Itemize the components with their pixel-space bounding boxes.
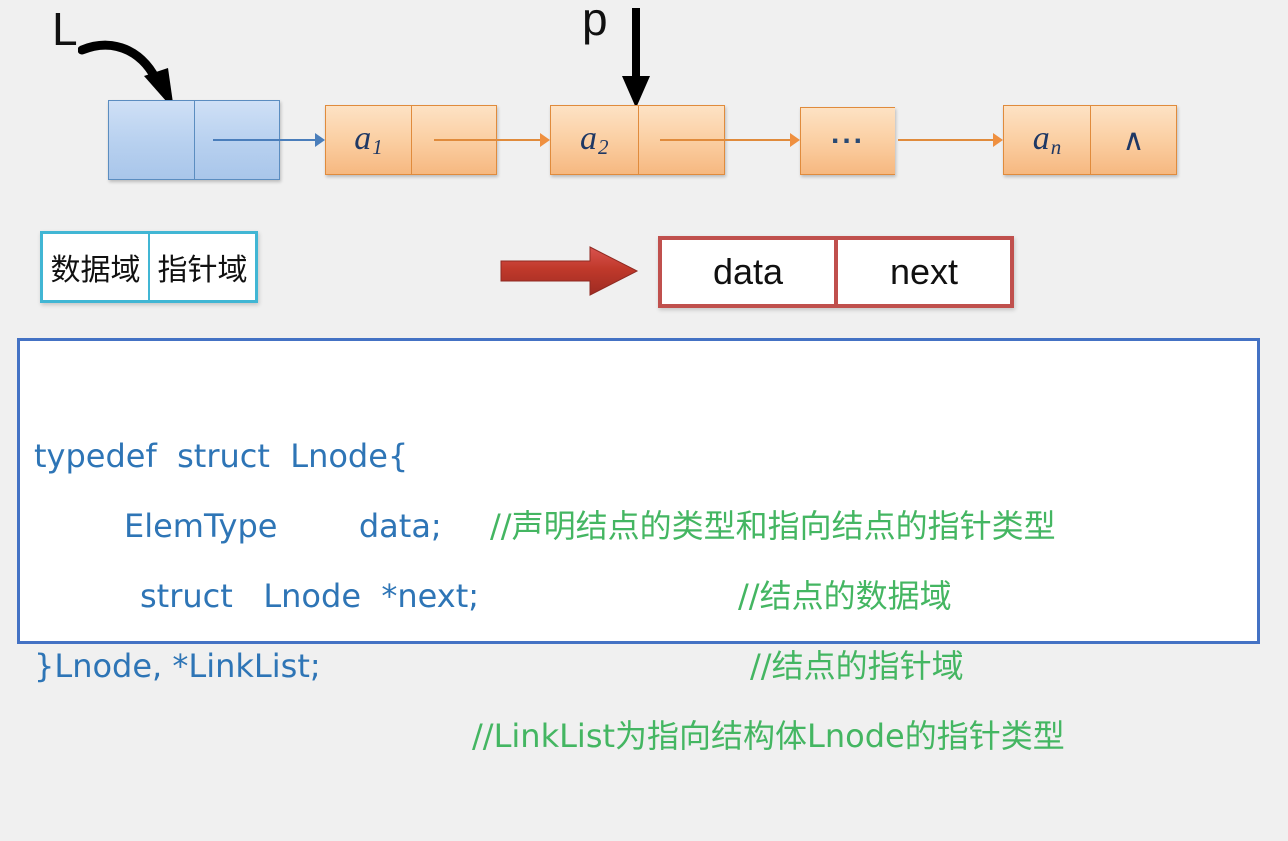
link-arrow-ellipsis-to-an <box>898 133 1003 147</box>
curved-arrow-L-icon <box>78 40 174 110</box>
code-line-3-text: }Lnode, *LinkList; <box>34 647 321 685</box>
code-line-3: }Lnode, *LinkList; //LinkList为指向结构体Lnode… <box>20 561 1257 755</box>
field-box-english-data-cell: data <box>658 236 836 308</box>
node-a2-data-subscript: 2 <box>598 135 609 160</box>
node-an-next-cell: ∧ <box>1090 105 1177 175</box>
node-an-data-subscript: n <box>1050 135 1062 160</box>
link-arrow-head-to-a1 <box>213 133 325 147</box>
field-box-english: data next <box>658 236 1014 308</box>
code-line-2-text: struct Lnode *next; <box>140 577 480 615</box>
list-node-ellipsis[interactable]: ... <box>800 107 895 175</box>
field-box-chinese-data-cell: 数据域 <box>40 231 149 303</box>
slide-canvas: L p a1 a2 ... <box>17 0 1260 755</box>
field-box-chinese: 数据域 指针域 <box>40 231 258 303</box>
code-line-0-text: typedef struct Lnode{ <box>34 437 409 475</box>
code-line-2-comment: //结点的指针域 <box>750 647 964 685</box>
code-line-1-comment: //结点的数据域 <box>738 577 952 615</box>
code-line-1-text: ElemType data; <box>124 507 442 545</box>
down-arrow-p-icon <box>622 8 650 108</box>
pointer-label-L: L <box>52 3 78 55</box>
node-a1-data-subscript: 1 <box>372 135 383 160</box>
code-block: typedef struct Lnode{ //声明结点的类型和指向结点的指针类… <box>17 338 1260 755</box>
code-line-0-comment: //声明结点的类型和指向结点的指针类型 <box>490 507 1056 545</box>
link-arrow-a2-to-ellipsis <box>660 133 800 147</box>
node-a1-data-cell: a1 <box>325 105 411 175</box>
code-line-0: typedef struct Lnode{ //声明结点的类型和指向结点的指针类… <box>20 351 1257 545</box>
node-an-data-value: a <box>1032 119 1050 157</box>
pointer-label-p: p <box>582 0 608 45</box>
code-line-1: ElemType data; //结点的数据域 <box>20 421 1257 615</box>
node-a1-data-value: a <box>354 119 372 157</box>
node-a2-data-cell: a2 <box>550 105 638 175</box>
code-line-3-comment: //LinkList为指向结构体Lnode的指针类型 <box>472 717 1065 755</box>
node-head-data-cell <box>108 100 194 180</box>
link-arrow-a1-to-a2 <box>434 133 550 147</box>
ellipsis-text: ... <box>830 117 865 150</box>
node-a2-data-value: a <box>580 119 597 157</box>
node-an-data-cell: an <box>1003 105 1090 175</box>
red-block-arrow-icon <box>500 246 639 296</box>
field-box-english-next-cell: next <box>836 236 1014 308</box>
field-box-chinese-next-cell: 指针域 <box>149 231 258 303</box>
list-node-an[interactable]: an ∧ <box>1003 105 1177 175</box>
null-pointer-symbol: ∧ <box>1122 123 1145 157</box>
code-line-2: struct Lnode *next; //结点的指针域 <box>20 491 1257 685</box>
node-ellipsis-cell: ... <box>800 107 895 175</box>
